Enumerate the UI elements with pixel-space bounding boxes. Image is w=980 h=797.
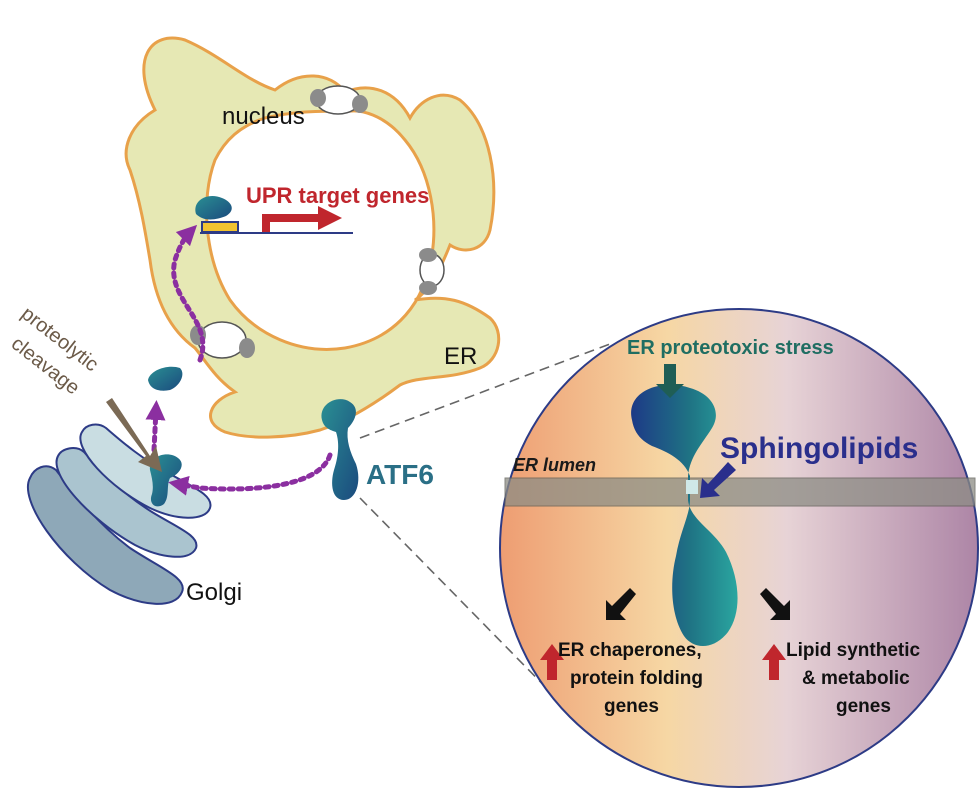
nuclear-pore (419, 248, 445, 295)
atf6-large-shape (631, 384, 738, 647)
cleavage-arrow (106, 398, 162, 472)
atf6-on-er-shape (321, 399, 359, 500)
sphingolipids-arrow (700, 462, 736, 498)
er-membrane-band (504, 477, 976, 507)
golgi-cisterna-3 (27, 465, 184, 605)
upregulation-arrow-left (540, 644, 564, 680)
zoom-circle (499, 308, 979, 788)
upregulation-arrow-right (762, 644, 786, 680)
golgi-label: Golgi (186, 579, 242, 606)
nuclear-pore (310, 85, 368, 115)
golgi: Golgi (27, 423, 242, 606)
er-chaperones-line-1: ER chaperones, (558, 640, 702, 661)
promoter-box (201, 221, 239, 233)
lipid-line-3: genes (836, 696, 891, 717)
atf6-cytosolic-fragment (148, 366, 183, 391)
upr-gene: UPR target genes (195, 183, 429, 234)
er-chaperones-line-3: genes (604, 696, 659, 717)
er-proteotoxic-stress-label: ER proteotoxic stress (627, 337, 834, 359)
lipid-line-1: Lipid synthetic (786, 640, 921, 661)
cytosol-to-nucleus-arrow (171, 224, 206, 363)
er-chaperones-line-2: protein folding (570, 668, 703, 689)
down-right-arrow (760, 588, 790, 620)
upr-target-genes-label: UPR target genes (246, 183, 429, 208)
zoom-line-lower (359, 497, 571, 713)
er-lumen-label: ER lumen (513, 455, 596, 475)
nucleus-label: nucleus (222, 103, 305, 130)
atf6-nuclear-fragment (195, 195, 232, 220)
golgi-to-cytosol-arrow (145, 400, 166, 453)
lipid-line-2: & metabolic (802, 668, 910, 689)
nucleus-er: nucleus ER (124, 36, 501, 439)
atf6-label: ATF6 (366, 459, 434, 490)
transcription-arrow (262, 206, 342, 232)
stress-arrow (656, 364, 684, 398)
zoom-inset: ER proteotoxic stress Sphingolipids ER l… (499, 308, 979, 788)
sphingolipids-label: Sphingolipids (720, 432, 918, 465)
er-label: ER (444, 343, 477, 370)
trafficking-arrows (145, 224, 333, 496)
down-left-arrow (606, 588, 636, 620)
er-to-golgi-arrow (168, 452, 333, 496)
zoom-line-upper (359, 343, 611, 439)
atf6-membrane-segment (686, 480, 698, 494)
